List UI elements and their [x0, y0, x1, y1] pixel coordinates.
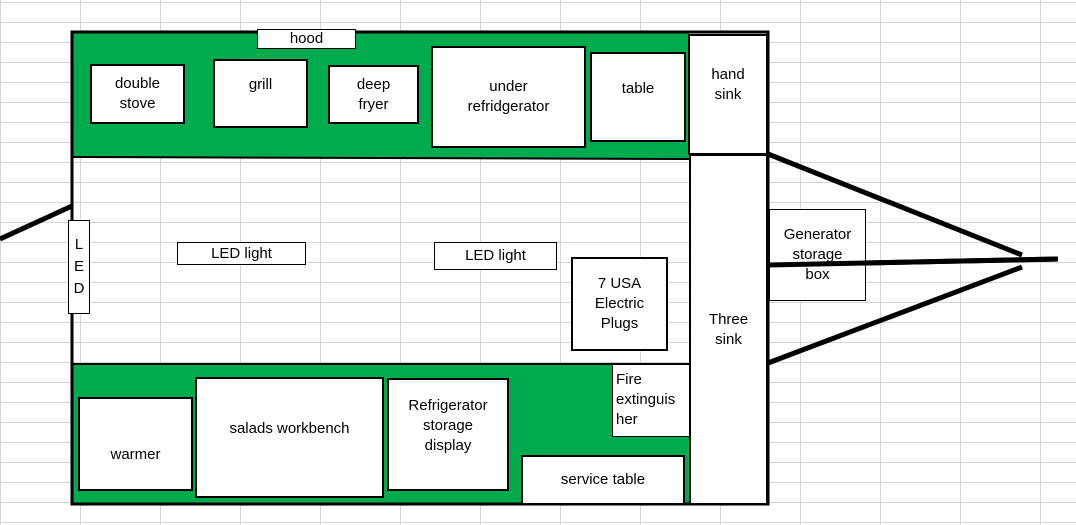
fire-extinguisher-box: Fire extinguis her	[612, 365, 689, 437]
left-hitch-line	[0, 203, 74, 242]
top-divider	[71, 156, 690, 160]
led-light-right: LED light	[434, 242, 557, 270]
tongue-lower-line	[767, 264, 1023, 366]
hand-sink-box: hand sink	[688, 34, 768, 155]
grill-box: grill	[213, 59, 308, 128]
three-sink-box: Three sink	[689, 154, 768, 505]
double-stove-box: double stove	[90, 64, 185, 124]
warmer-box: warmer	[78, 397, 193, 491]
tongue-upper-line	[767, 151, 1023, 258]
tongue-center-overlay	[767, 256, 1059, 268]
salads-workbench-box: salads workbench	[195, 377, 384, 498]
led-vertical-box: L E D	[68, 220, 90, 314]
under-refrigerator-box: under refridgerator	[431, 46, 586, 148]
electric-plugs-box: 7 USA Electric Plugs	[571, 257, 668, 351]
deep-fryer-box: deep fryer	[328, 65, 419, 124]
service-table-box: service table	[521, 455, 685, 505]
table-box: table	[590, 52, 686, 142]
hood-box: hood	[257, 29, 356, 49]
generator-storage-box: Generator storage box	[769, 209, 866, 301]
refrigerator-display-box: Refrigerator storage display	[387, 378, 509, 491]
led-light-left: LED light	[177, 242, 306, 265]
